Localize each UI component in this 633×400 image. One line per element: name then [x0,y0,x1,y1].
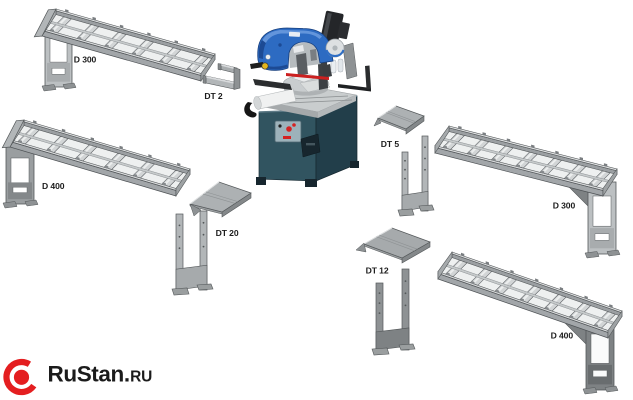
svg-text:D 400: D 400 [551,331,574,341]
svg-text:D 400: D 400 [42,181,65,191]
svg-text:DT 2: DT 2 [204,91,223,101]
svg-text:DT 12: DT 12 [366,266,389,276]
svg-text:D 300: D 300 [74,55,97,65]
svg-text:RuStan.RU: RuStan.RU [48,362,153,387]
svg-text:D 300: D 300 [553,201,576,211]
svg-text:DT 5: DT 5 [381,139,400,149]
svg-text:DT 20: DT 20 [216,228,239,238]
